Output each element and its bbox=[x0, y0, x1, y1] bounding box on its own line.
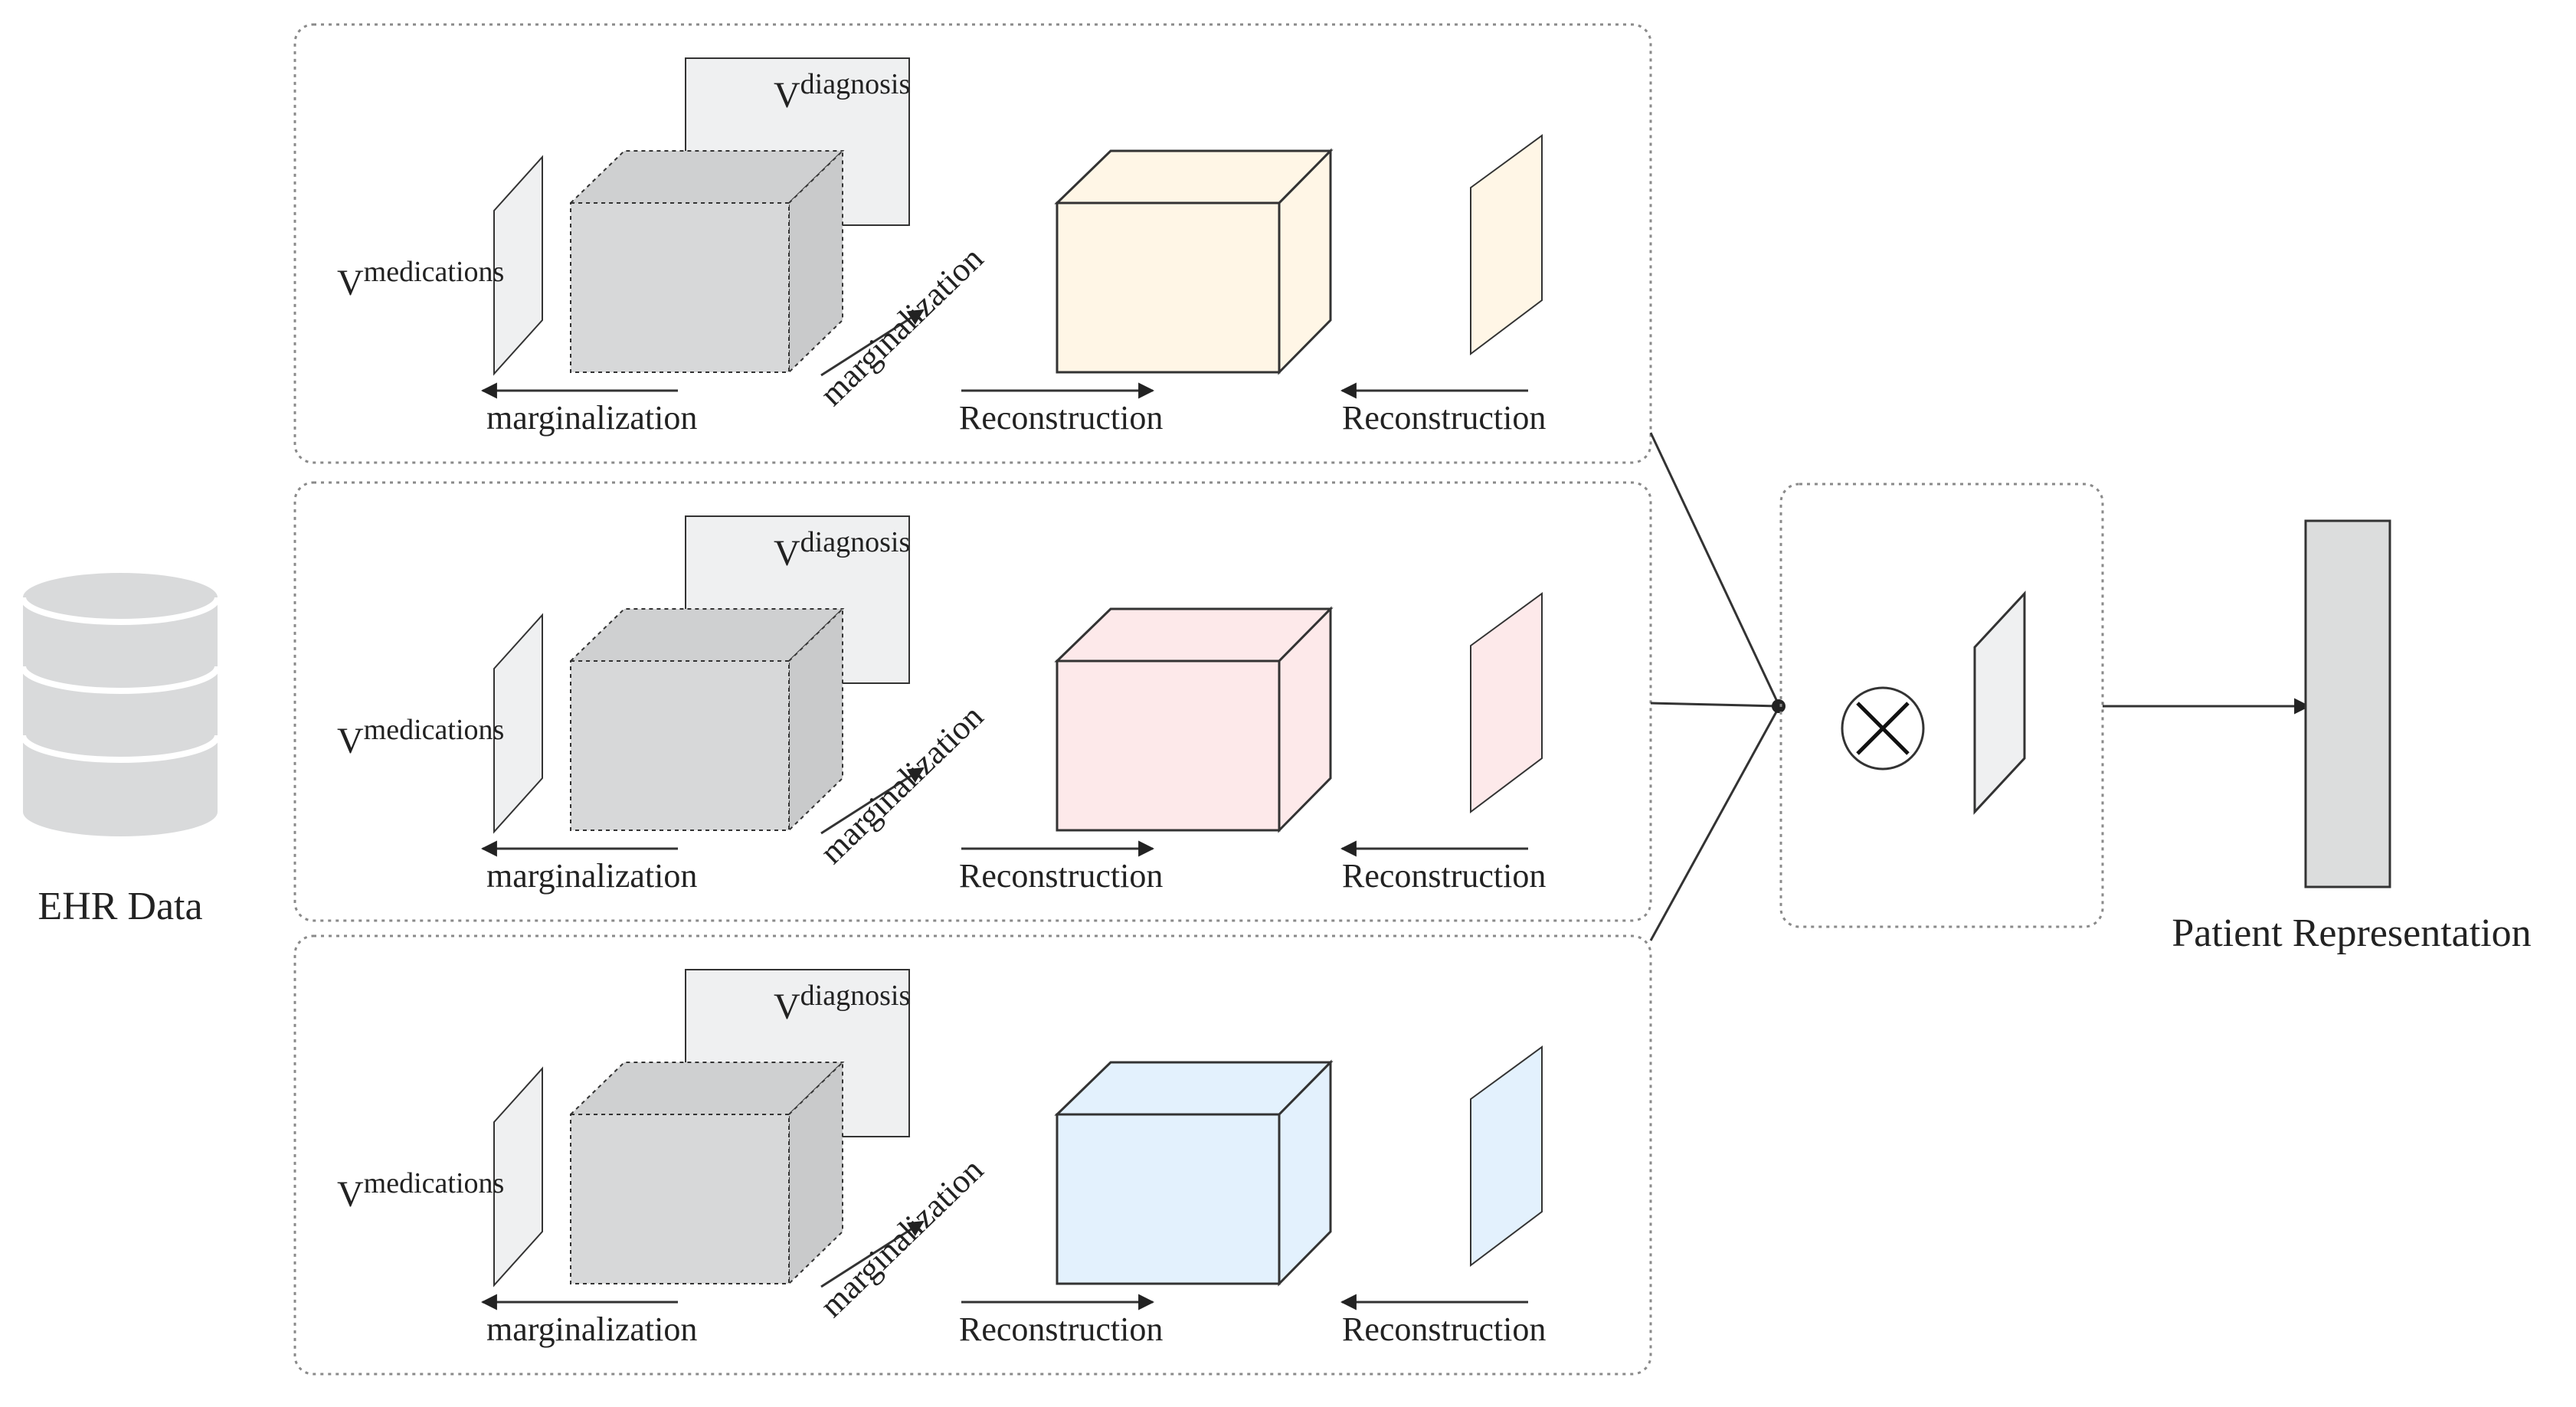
marginal-cube-front bbox=[570, 202, 790, 373]
reconstruction-label-left: Reconstruction bbox=[959, 399, 1163, 437]
factor-vector bbox=[1470, 592, 1543, 814]
reconstruction-label-right: Reconstruction bbox=[1342, 857, 1546, 895]
medications-plane bbox=[493, 1066, 543, 1288]
reconstruction-label-left: Reconstruction bbox=[959, 857, 1163, 895]
factor-vector bbox=[1470, 134, 1543, 356]
connector-junction bbox=[1772, 699, 1786, 713]
reconstruction-cube-front bbox=[1056, 1113, 1281, 1285]
factor-vector bbox=[1470, 1045, 1543, 1268]
panel-border bbox=[293, 934, 1652, 1376]
diagonal-marginalization-arrow bbox=[820, 309, 925, 377]
diagnosis-label: Vdiagnosis bbox=[774, 980, 910, 1027]
panel-connectors bbox=[1649, 432, 1786, 941]
tensor-product-icon bbox=[1841, 686, 1925, 771]
reconstruction-label-right: Reconstruction bbox=[1342, 1310, 1546, 1348]
marginal-cube-front bbox=[570, 1114, 790, 1284]
diagnosis-label: Vdiagnosis bbox=[774, 68, 910, 116]
database-icon bbox=[20, 573, 221, 836]
fused-vector bbox=[1973, 591, 2026, 815]
patient-representation-label: Patient Representation bbox=[2172, 911, 2531, 955]
panel-1: VdiagnosisVmedicationsmarginalizationmar… bbox=[293, 23, 1652, 464]
medications-label: Vmedications bbox=[337, 1167, 504, 1215]
reconstruction-cube-front bbox=[1056, 201, 1281, 374]
diagonal-marginalization-arrow bbox=[820, 767, 925, 835]
medications-plane bbox=[493, 613, 543, 834]
panel-2: VdiagnosisVmedicationsmarginalizationmar… bbox=[293, 481, 1652, 922]
marginalization-label: marginalization bbox=[486, 399, 697, 437]
diagnosis-label: Vdiagnosis bbox=[774, 526, 910, 574]
panel-border bbox=[293, 23, 1652, 464]
marginal-cube-side bbox=[788, 149, 843, 375]
panel-3: VdiagnosisVmedicationsmarginalizationmar… bbox=[293, 934, 1652, 1376]
marginal-cube-side bbox=[788, 607, 843, 833]
diagonal-marginalization-arrow bbox=[820, 1220, 925, 1288]
marginal-cube-front bbox=[570, 660, 790, 831]
marginalization-label: marginalization bbox=[486, 857, 697, 895]
ehr-data-label: EHR Data bbox=[38, 885, 202, 928]
marginalization-label: marginalization bbox=[486, 1310, 697, 1348]
reconstruction-label-right: Reconstruction bbox=[1342, 399, 1546, 437]
reconstruction-cube-front bbox=[1056, 659, 1281, 832]
tensor-panels: VdiagnosisVmedicationsmarginalizationmar… bbox=[293, 23, 1652, 1376]
medications-plane bbox=[493, 155, 543, 376]
fusion-box bbox=[1779, 483, 2104, 928]
reconstruction-label-left: Reconstruction bbox=[959, 1310, 1163, 1348]
panel-border bbox=[293, 481, 1652, 922]
marginal-cube-side bbox=[788, 1060, 843, 1286]
medications-label: Vmedications bbox=[337, 714, 504, 761]
medications-label: Vmedications bbox=[337, 256, 504, 303]
patient-representation-bar bbox=[2304, 519, 2391, 888]
